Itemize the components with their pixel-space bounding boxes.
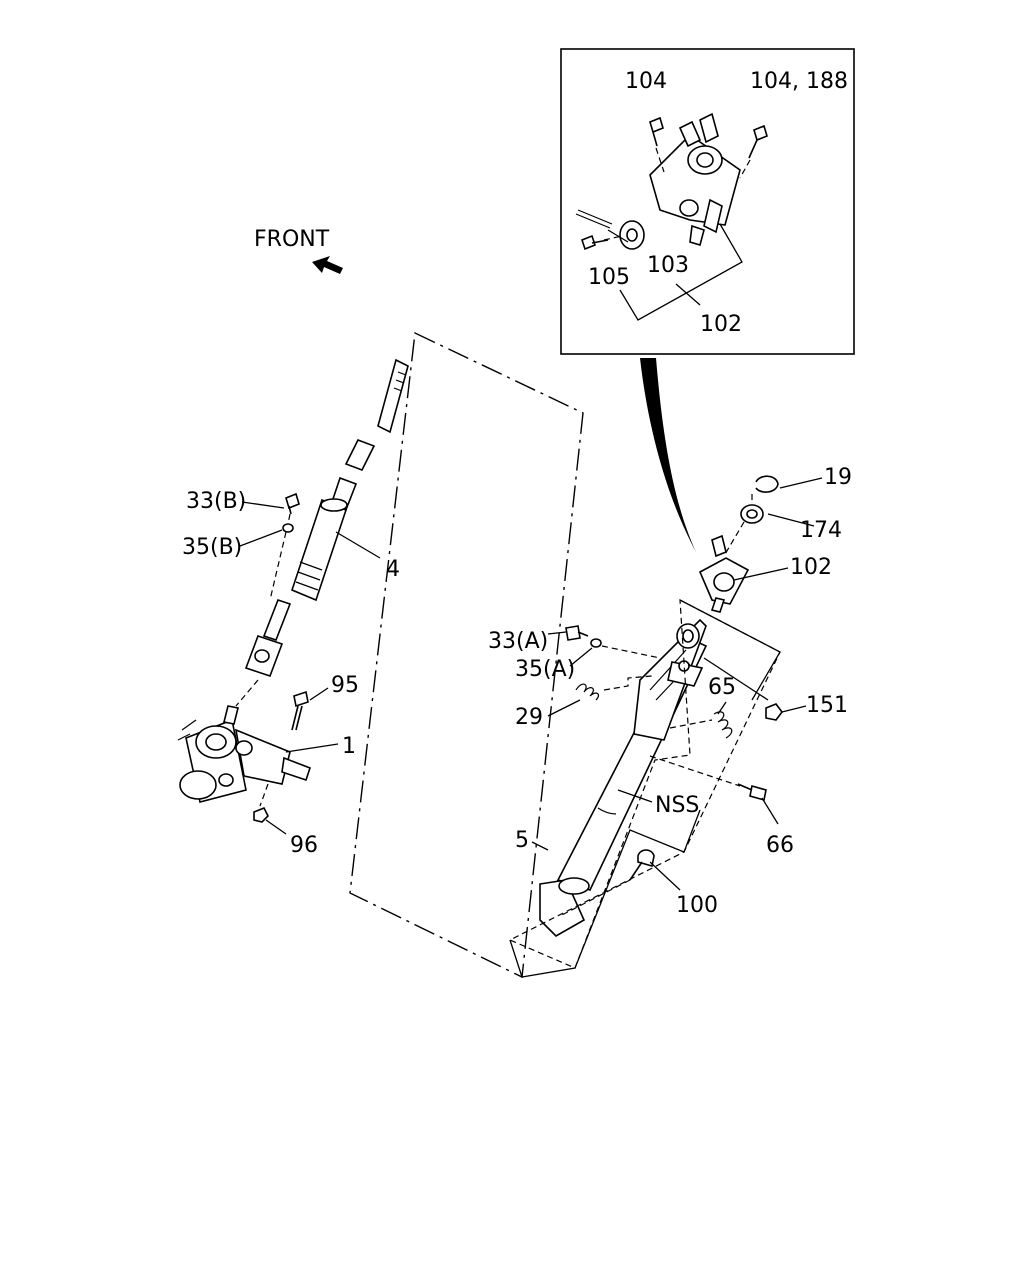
intermediate-shaft-4 [244,358,409,678]
callout-nss: NSS [655,793,699,818]
inset-bolt-104-icon [649,116,664,147]
spring-29-icon [575,683,600,701]
callout-104-188: 104, 188 [750,69,848,94]
bolt-33b-icon [285,492,300,515]
leader-lines [239,477,823,891]
callout-100: 100 [676,893,718,918]
column-bracket-102 [698,534,750,613]
callout-35a: 35(A) [515,657,575,682]
spring-65-icon [713,711,733,739]
inset-pointer [640,358,696,552]
detail-inset: 104 104, 188 105 103 102 [560,48,855,355]
inset-part-103 [575,209,645,250]
callout-65: 65 [708,675,736,700]
nut-96-icon [253,806,269,823]
callout-95: 95 [331,673,359,698]
callout-4: 4 [386,557,400,582]
callout-105: 105 [588,265,630,290]
snap-ring-19-icon [755,475,779,493]
callout-5: 5 [515,828,529,853]
callout-96: 96 [290,833,318,858]
callout-151: 151 [806,693,848,718]
callout-104: 104 [625,69,667,94]
callout-35b: 35(B) [182,535,242,560]
steering-column-5 [539,618,708,937]
callout-103: 103 [647,253,689,278]
nss-group-boundary [508,598,781,969]
callout-66: 66 [766,833,794,858]
front-label: FRONT [254,227,330,252]
bolt-100-icon [629,849,655,881]
bolt-66-icon [737,783,767,802]
callout-29: 29 [515,705,543,730]
callout-19: 19 [824,465,852,490]
front-arrow-icon [312,256,343,274]
bolt-95-icon [291,690,309,731]
callout-33b: 33(B) [186,489,246,514]
callout-33a: 33(A) [488,629,548,654]
washer-35b-icon [282,523,294,533]
callout-174: 174 [800,518,842,543]
inset-bolt-105-icon [581,234,609,251]
washer-35a-icon [590,638,602,648]
nut-151-icon [765,703,783,721]
bolt-33a-icon [565,625,589,641]
inset-bolt-104-188-icon [748,124,768,159]
callout-102-inset: 102 [700,312,742,337]
callout-1: 1 [342,734,356,759]
steering-gear-1 [177,705,312,803]
inset-bracket [649,112,741,247]
callout-102: 102 [790,555,832,580]
